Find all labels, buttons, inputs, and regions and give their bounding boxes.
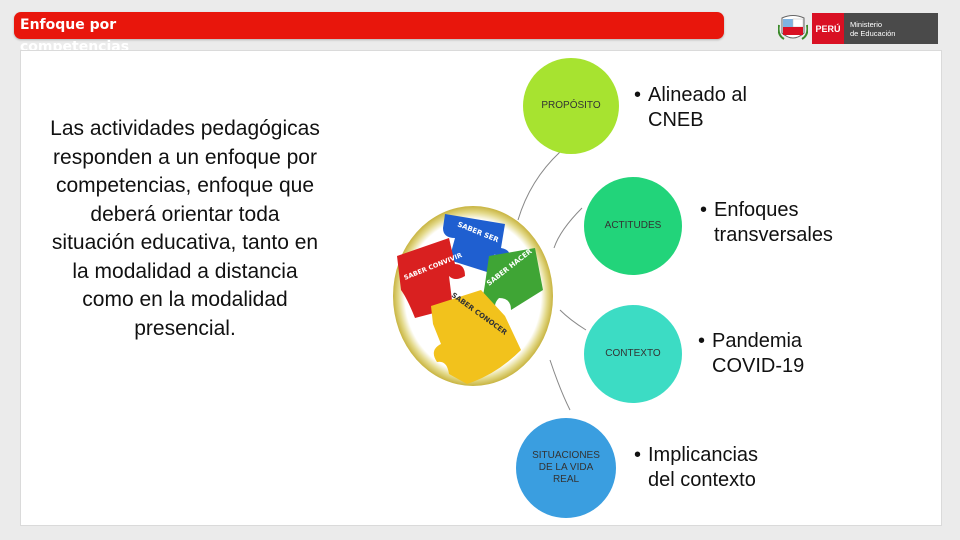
title-bar [14, 12, 724, 39]
ministry-line1: Ministerio [850, 19, 883, 29]
bullet-line1: Implicancias [648, 444, 759, 466]
bullet-line2: del contexto [648, 469, 756, 491]
bullet-item: • Enfoques transversales [700, 198, 833, 248]
bullet-line1: Enfoques [714, 199, 799, 221]
competencies-puzzle-image: SABER SER SABER CONVIVIR SABER HACER SAB… [393, 206, 553, 386]
ministry-line2: de Educación [850, 28, 896, 38]
circle-label: SITUACIONES DE LA VIDA REAL [532, 450, 600, 485]
bullet-dot-icon: • [700, 199, 708, 221]
bullet-item: • Alineado al CNEB [634, 83, 747, 133]
peru-label: PERÚ [812, 13, 844, 44]
bullet-line2: COVID-19 [712, 355, 805, 377]
bullet-dot-icon: • [698, 330, 706, 352]
bullet-line1: Pandemia [712, 330, 803, 352]
bullet-line2: transversales [714, 224, 833, 246]
bullet-dot-icon: • [634, 444, 642, 466]
bullet-line2: CNEB [648, 109, 704, 131]
intro-paragraph: Las actividades pedagógicas responden a … [50, 117, 320, 340]
circle-proposito: PROPÓSITO [523, 58, 619, 154]
circle-actitudes: ACTITUDES [584, 177, 682, 275]
connector-lines [517, 151, 587, 411]
ministry-label: Ministerio de Educación [844, 13, 938, 44]
circle-situaciones: SITUACIONES DE LA VIDA REAL [516, 418, 616, 518]
circle-label: PROPÓSITO [541, 100, 601, 111]
bullet-dot-icon: • [634, 84, 642, 106]
minedu-logo: PERÚ Ministerio de Educación [777, 13, 938, 44]
puzzle-piece-yellow [431, 290, 521, 384]
puzzle-piece-red [397, 238, 465, 318]
bullet-line1: Alineado al [648, 84, 747, 106]
circle-label: CONTEXTO [605, 348, 661, 359]
circle-label: ACTITUDES [604, 220, 662, 231]
coat-of-arms-icon [777, 13, 809, 44]
circle-contexto: CONTEXTO [584, 305, 682, 403]
bullet-item: • Pandemia COVID-19 [698, 329, 804, 379]
puzzle-piece-green [481, 248, 543, 314]
bullet-item: • Implicancias del contexto [634, 443, 758, 493]
